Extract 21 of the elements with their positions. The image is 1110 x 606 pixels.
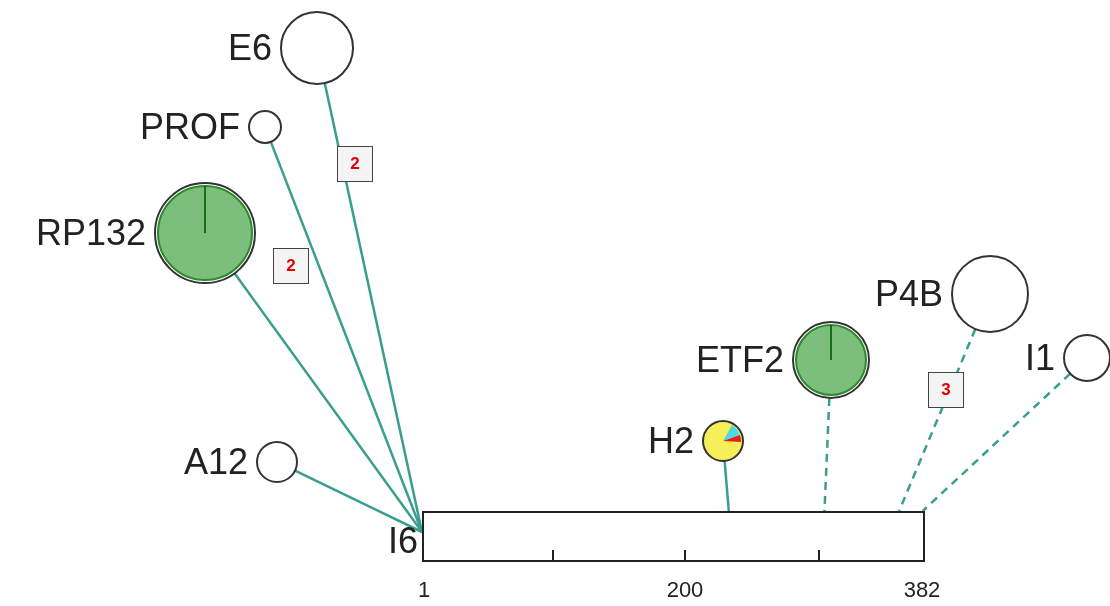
connector-line [294,469,423,534]
protein-label: ETF2 [696,340,784,380]
protein-label: I1 [1024,338,1055,378]
callout-number: 2 [273,248,309,284]
callout-number: 3 [928,372,964,408]
connector-line [233,272,423,533]
protein-label: I6 [387,521,418,561]
axis-tick-label: 382 [903,578,941,602]
axis-tick-label: 200 [666,578,704,602]
protein-label: RP132 [35,213,146,253]
connector-line [898,328,977,512]
protein-label: A12 [183,442,248,482]
callout-number: 2 [337,146,373,182]
axis-tick-label: 1 [417,578,431,602]
protein-label: P4B [874,274,943,314]
connector-line [921,372,1072,512]
protein-label: E6 [227,28,272,68]
connector-line [723,460,730,512]
protein-label: H2 [647,421,694,461]
connector-line [823,397,831,512]
protein-label: PROF [140,107,240,147]
